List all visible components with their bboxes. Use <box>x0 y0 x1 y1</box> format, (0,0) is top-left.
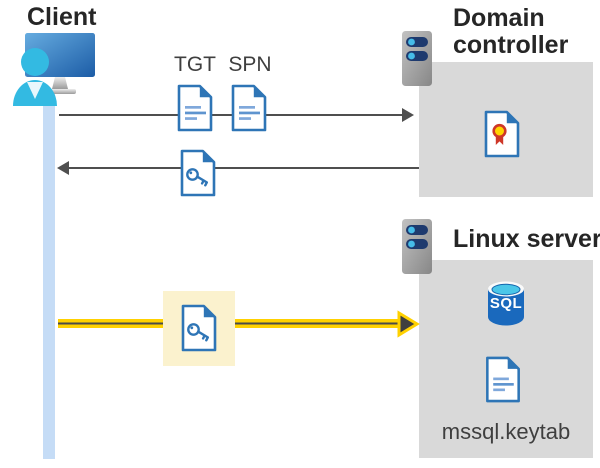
domain-controller-server-icon <box>401 30 433 87</box>
client-title: Client <box>27 3 97 31</box>
domain-controller-title: Domain controller <box>453 4 569 59</box>
user-at-monitor-icon <box>13 33 95 106</box>
sql-badge-label: SQL <box>489 295 523 312</box>
ticket-key-document-icon <box>180 149 216 197</box>
spn-document-icon <box>231 84 267 132</box>
client-lifeline-bar <box>43 91 55 459</box>
keytab-filename-label: mssql.keytab <box>441 419 571 444</box>
tgt-document-icon <box>177 84 213 132</box>
response-arrow-line <box>69 167 419 169</box>
tgt-label: TGT <box>174 53 216 76</box>
spn-label: SPN <box>228 53 272 76</box>
keytab-document-icon <box>485 356 521 403</box>
request-arrowhead-icon <box>402 108 414 122</box>
sql-database-icon <box>488 281 524 326</box>
certificate-document-icon <box>483 110 521 158</box>
session-key-document-icon <box>181 304 217 352</box>
linux-server-title: Linux server <box>453 225 600 253</box>
linux-server-server-icon <box>401 218 433 275</box>
request-arrow-line <box>59 114 403 116</box>
response-arrowhead-icon <box>57 161 69 175</box>
session-arrowhead-icon <box>397 310 420 338</box>
